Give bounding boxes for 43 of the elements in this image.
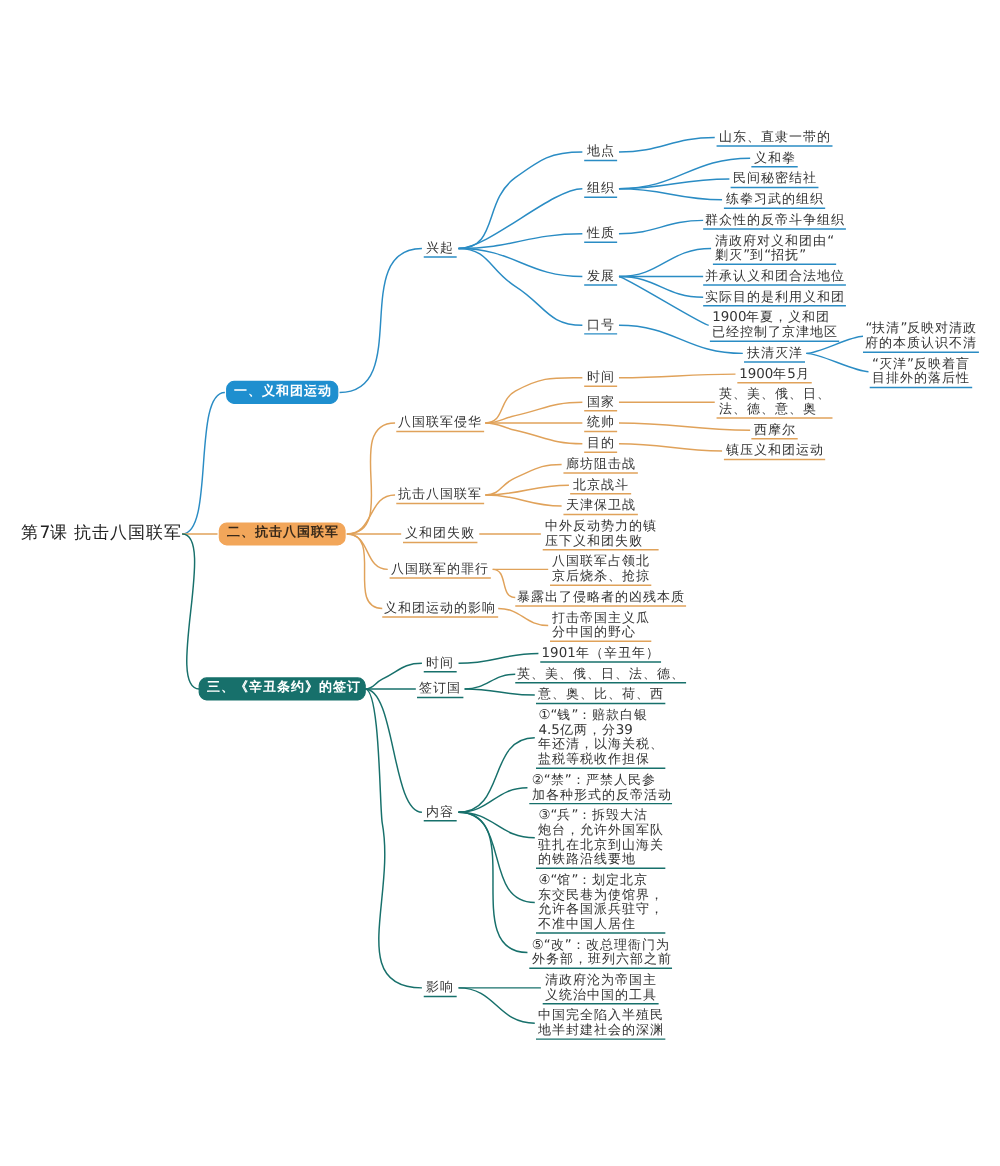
connector xyxy=(181,532,219,534)
connector xyxy=(457,810,529,953)
connector xyxy=(364,687,423,988)
connector xyxy=(457,736,536,812)
connector xyxy=(497,606,549,626)
connector xyxy=(618,274,704,297)
connector xyxy=(364,687,423,812)
connector xyxy=(491,567,516,598)
connector xyxy=(618,372,737,378)
connector xyxy=(346,532,383,609)
connector xyxy=(346,421,396,534)
connector xyxy=(805,351,870,372)
connector xyxy=(618,218,704,234)
connector xyxy=(618,323,744,354)
connector xyxy=(457,186,584,249)
connector xyxy=(618,186,723,200)
connector xyxy=(478,532,542,534)
connector xyxy=(181,390,226,534)
connector xyxy=(364,661,423,689)
connector xyxy=(457,651,540,664)
connector xyxy=(346,532,402,534)
connector xyxy=(457,786,529,812)
connector xyxy=(484,376,584,423)
connector xyxy=(491,567,549,570)
connector xyxy=(805,334,864,354)
connector xyxy=(618,400,716,402)
connector xyxy=(618,274,710,326)
connector xyxy=(484,493,563,506)
connector xyxy=(484,400,584,423)
connector xyxy=(457,150,584,249)
connector xyxy=(618,135,716,152)
connector xyxy=(484,421,584,444)
connector xyxy=(457,246,584,326)
connector xyxy=(346,493,396,534)
connector xyxy=(338,246,423,393)
connector xyxy=(618,421,751,430)
node-text: 第7课 抗击八国联军 xyxy=(21,523,182,544)
connector xyxy=(457,986,536,1023)
connector xyxy=(181,532,200,689)
connector xyxy=(618,441,723,451)
connector xyxy=(364,687,417,689)
connector xyxy=(463,687,536,695)
connector xyxy=(484,421,584,423)
